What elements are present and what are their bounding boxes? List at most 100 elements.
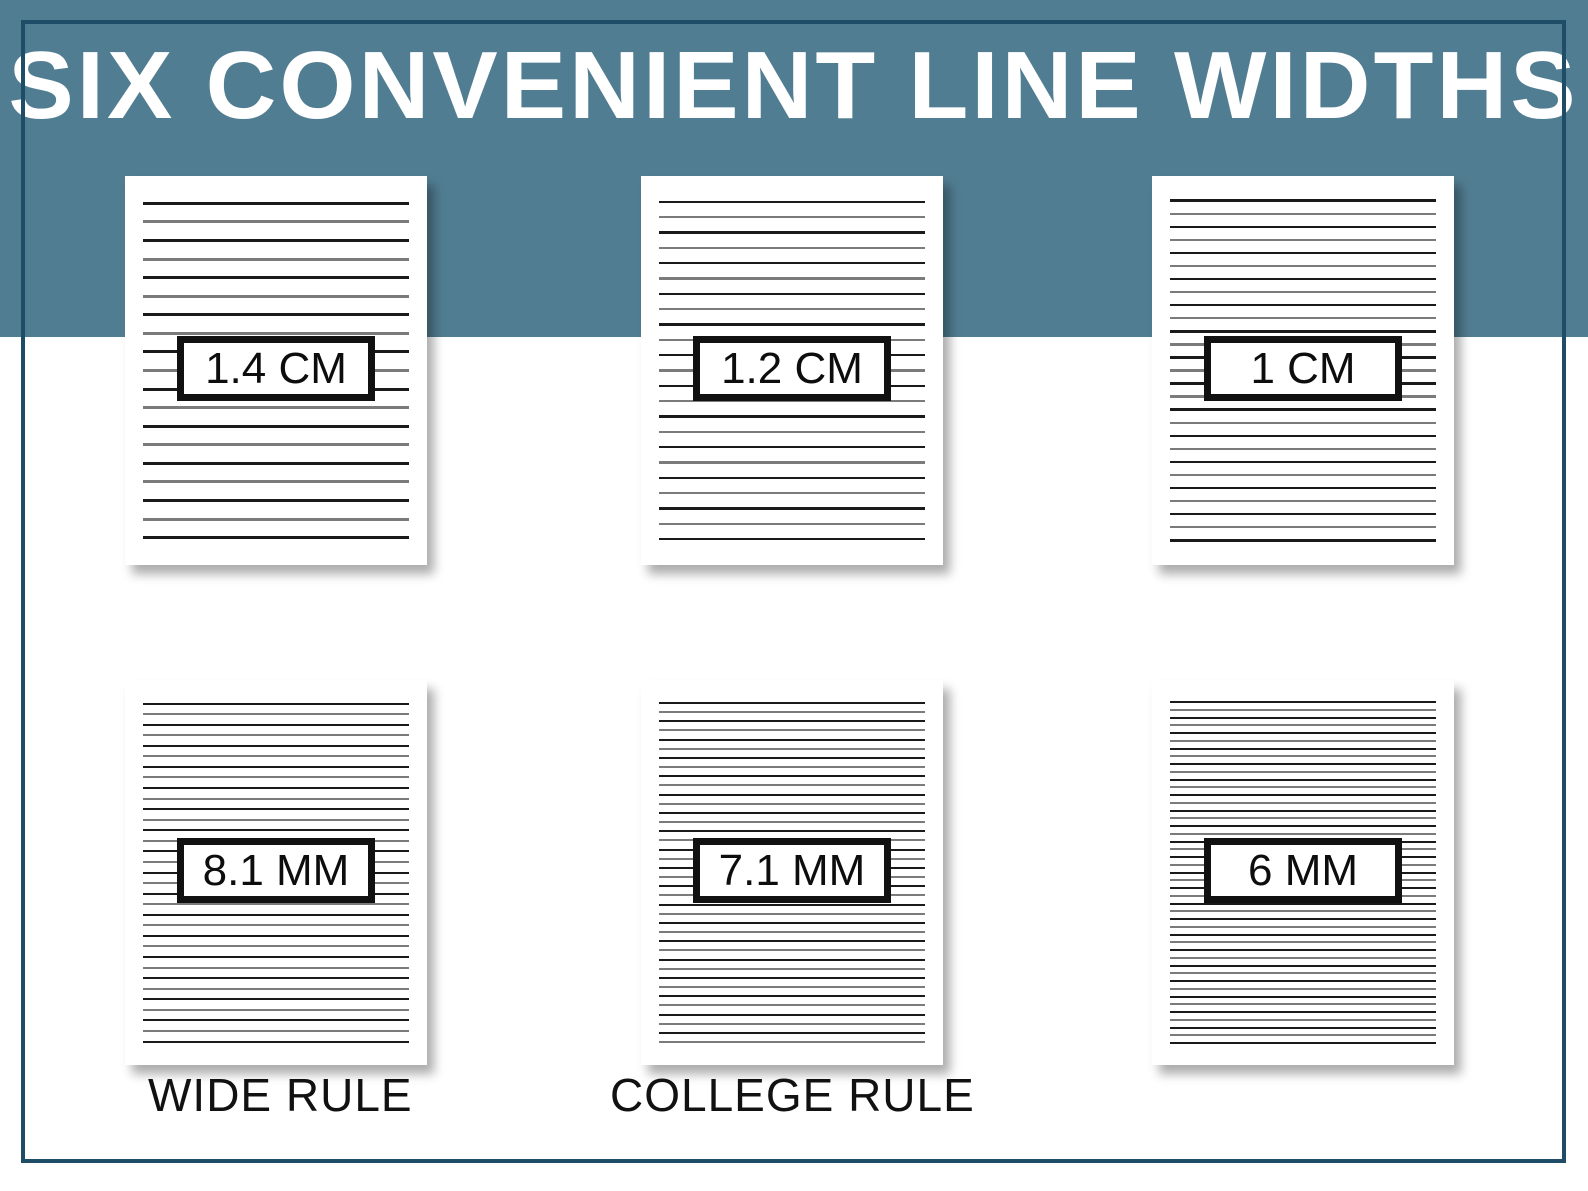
rule-line — [1170, 1026, 1436, 1029]
rule-line — [659, 775, 925, 778]
measure-label: 1 CM — [1250, 343, 1356, 393]
rule-gap — [659, 777, 925, 784]
rule-line — [1170, 251, 1436, 255]
rule-line — [659, 1022, 925, 1025]
rule-line — [659, 1041, 925, 1044]
rule-line — [659, 958, 925, 961]
rule-line — [143, 977, 409, 980]
rule-line — [659, 821, 925, 824]
rule-gap — [143, 990, 409, 999]
rule-gap — [659, 933, 925, 940]
rule-gap — [659, 805, 925, 812]
rule-line — [1170, 526, 1436, 529]
rule-gap — [659, 924, 925, 931]
rule-line — [659, 277, 925, 280]
rule-line — [1170, 708, 1436, 711]
rule-gap — [659, 510, 925, 523]
rule-gap — [143, 757, 409, 766]
rule-gap — [143, 715, 409, 724]
paper-card-1-4-cm[interactable]: 1.4 CM — [125, 176, 427, 565]
rule-gap — [143, 205, 409, 221]
rule-line — [1170, 447, 1436, 451]
rule-gap — [659, 464, 925, 477]
rule-line — [1170, 408, 1436, 411]
measure-badge-1-4-cm: 1.4 CM — [177, 336, 375, 401]
rule-gap — [659, 786, 925, 793]
rule-line — [143, 966, 409, 969]
rule-line — [1170, 512, 1436, 516]
rule-gap — [143, 298, 409, 314]
rule-line — [659, 307, 925, 311]
rule-gap — [143, 261, 409, 277]
rule-gap — [143, 409, 409, 425]
rule-gap — [659, 759, 925, 766]
rule-line — [659, 445, 925, 449]
rule-gap — [143, 926, 409, 935]
rule-gap — [143, 821, 409, 830]
rule-line — [143, 517, 409, 521]
rule-line — [659, 461, 925, 464]
paper-card-1-2-cm[interactable]: 1.2 CM — [641, 176, 943, 565]
paper-card-1-cm[interactable]: 1 CM — [1152, 176, 1454, 565]
rule-gap — [143, 736, 409, 745]
rule-gap — [143, 242, 409, 258]
paper-card-6-mm[interactable]: 6 MM — [1152, 680, 1454, 1065]
rule-line — [143, 934, 409, 937]
rule-gap — [1170, 476, 1436, 487]
rule-gap — [659, 741, 925, 748]
rule-gap — [143, 1021, 409, 1030]
rule-line — [1170, 434, 1436, 437]
rule-line — [1170, 825, 1436, 827]
rule-gap — [143, 726, 409, 735]
rule-line — [1170, 987, 1436, 990]
rule-line — [143, 734, 409, 737]
rule-line — [143, 702, 409, 705]
rule-line — [1170, 910, 1436, 913]
rule-line — [1170, 964, 1436, 967]
rule-line — [659, 246, 925, 250]
rule-line — [659, 976, 925, 979]
rule-gap — [1170, 450, 1436, 461]
rule-gap — [1170, 293, 1436, 304]
rule-line — [143, 765, 409, 768]
measure-label: 1.4 CM — [205, 343, 347, 393]
rule-line — [143, 461, 409, 465]
rule-line — [1170, 763, 1436, 765]
rule-line — [143, 331, 409, 335]
rule-line — [1170, 330, 1436, 333]
rule-line — [659, 399, 925, 403]
rule-line — [659, 986, 925, 989]
paper-card-8-1-mm[interactable]: 8.1 MM — [125, 680, 427, 1065]
measure-label: 6 MM — [1248, 845, 1358, 895]
rule-line — [659, 949, 925, 952]
rule-line — [1170, 956, 1436, 959]
rule-gap — [659, 448, 925, 461]
rule-gap — [1170, 489, 1436, 500]
rule-line — [659, 802, 925, 805]
rule-line — [659, 292, 925, 296]
rule-line — [143, 818, 409, 821]
page-title: SIX CONVENIENT LINE WIDTHS — [8, 32, 1579, 139]
rule-gap — [659, 750, 925, 757]
rule-gap — [143, 279, 409, 295]
rule-line — [659, 931, 925, 934]
rule-gap — [143, 446, 409, 462]
rule-line — [143, 1008, 409, 1011]
rule-gap — [659, 814, 925, 821]
rule-line — [1170, 933, 1436, 936]
rule-line — [1170, 473, 1436, 477]
rule-gap — [143, 1000, 409, 1009]
rule-gap — [143, 747, 409, 756]
rule-line — [1170, 739, 1436, 742]
rule-gap — [143, 778, 409, 787]
rule-line — [1170, 290, 1436, 294]
rule-line — [1170, 238, 1436, 242]
rule-line — [143, 1029, 409, 1032]
rule-gap — [1170, 241, 1436, 252]
rule-line — [1170, 786, 1436, 789]
rule-line — [659, 262, 925, 265]
paper-card-7-1-mm[interactable]: 7.1 MM — [641, 680, 943, 1065]
rule-line — [659, 1013, 925, 1016]
rule-gap — [659, 433, 925, 446]
